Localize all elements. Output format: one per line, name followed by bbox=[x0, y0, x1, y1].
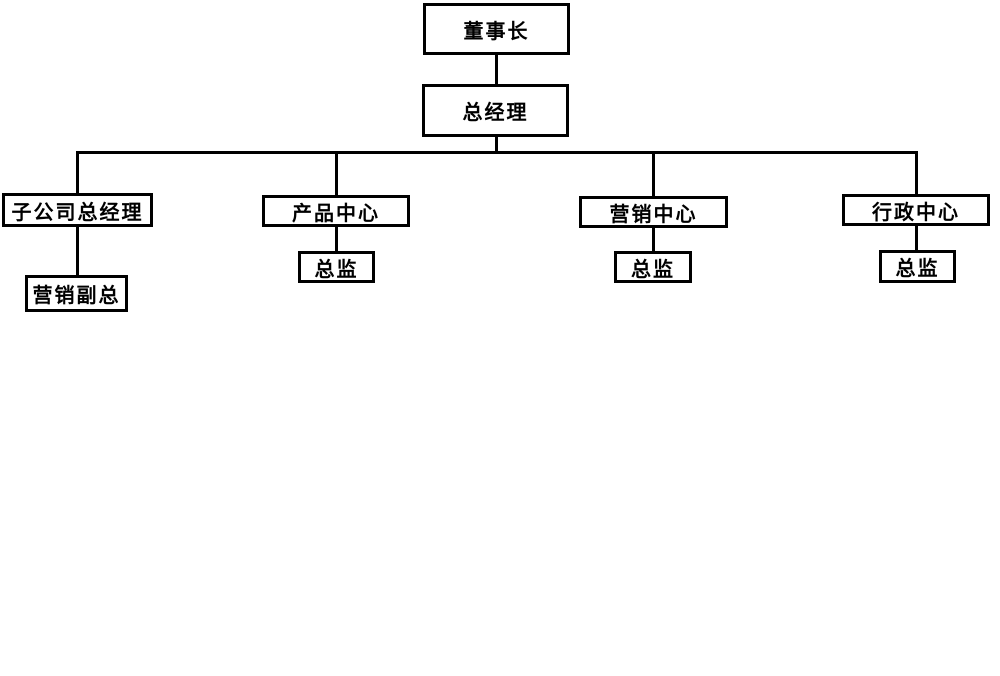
org-node-general-manager: 总经理 bbox=[422, 84, 569, 137]
connector-chairman-gm bbox=[495, 55, 498, 86]
org-node-marketing-center: 营销中心 bbox=[579, 196, 728, 228]
connector-drop-branch-3 bbox=[652, 151, 655, 197]
org-node-admin-center: 行政中心 bbox=[842, 194, 990, 226]
org-node-chairman: 董事长 bbox=[423, 3, 570, 55]
org-node-marketing-director: 总监 bbox=[614, 251, 692, 283]
connector-horizontal-bar bbox=[76, 151, 918, 154]
connector-drop-branch-1 bbox=[76, 151, 79, 194]
connector-branch-1-child bbox=[76, 226, 79, 276]
connector-branch-4-child bbox=[915, 225, 918, 251]
org-node-product-center: 产品中心 bbox=[262, 195, 410, 227]
connector-branch-3-child bbox=[652, 227, 655, 252]
org-node-product-director: 总监 bbox=[298, 251, 375, 283]
connector-drop-branch-4 bbox=[915, 151, 918, 195]
org-node-marketing-vp: 营销副总 bbox=[25, 275, 128, 312]
connector-drop-branch-2 bbox=[335, 151, 338, 196]
org-node-subsidiary-gm: 子公司总经理 bbox=[2, 193, 153, 227]
connector-gm-stub bbox=[495, 137, 498, 153]
org-node-admin-director: 总监 bbox=[879, 250, 956, 283]
connector-branch-2-child bbox=[335, 226, 338, 252]
